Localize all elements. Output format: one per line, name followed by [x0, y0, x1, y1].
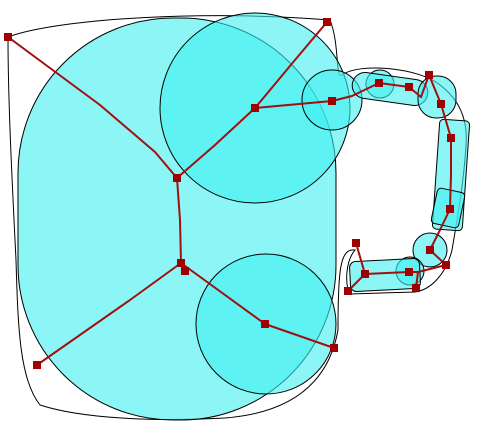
skeleton-edges: [7, 21, 452, 366]
mug-upper-branch-node: [251, 104, 259, 112]
mug-top-right-node: [323, 18, 331, 26]
handle-bottom-node-2: [442, 261, 450, 269]
handle-bottom-segment: [349, 257, 421, 293]
mug-center-node: [173, 174, 181, 182]
handle-bottom-node-5: [361, 270, 369, 278]
skeleton-nodes: [4, 18, 455, 369]
mug-lower-center-node: [177, 259, 185, 267]
edge-center-down: [176, 177, 182, 264]
mug-bottom-left-node: [33, 361, 41, 369]
handle-bottom-node-3: [405, 268, 413, 276]
edge-handle-right: [439, 137, 452, 231]
handle-right-lower-node: [446, 205, 454, 213]
edge-upper-to-top-right: [254, 21, 328, 109]
handle-bottom-node: [426, 246, 434, 254]
edge-upper-to-handle: [254, 100, 333, 109]
edge-lower-to-bottom-left: [36, 262, 182, 366]
handle-corner-node-2: [437, 100, 445, 108]
handle-bottom-node-4: [412, 284, 420, 292]
edge-handle-corner: [420, 74, 452, 139]
handle-corner-node: [425, 71, 433, 79]
mug-lower-right-node: [261, 320, 269, 328]
edge-top-left: [7, 36, 178, 179]
mug-lower-center-node-2: [181, 267, 189, 275]
handle-top-node-2: [405, 83, 413, 91]
handle-corner-segment: [417, 75, 457, 119]
handle-end-node: [352, 239, 360, 247]
handle-top-node: [375, 79, 383, 87]
edge-handle-end: [355, 242, 366, 275]
edge-center-to-upper: [176, 107, 256, 179]
handle-start-node: [328, 97, 336, 105]
handle-right-upper-node: [447, 134, 455, 142]
mug-bottom-right-node: [330, 344, 338, 352]
handle-end-node-2: [344, 287, 352, 295]
mug-top-left-node: [4, 33, 12, 41]
